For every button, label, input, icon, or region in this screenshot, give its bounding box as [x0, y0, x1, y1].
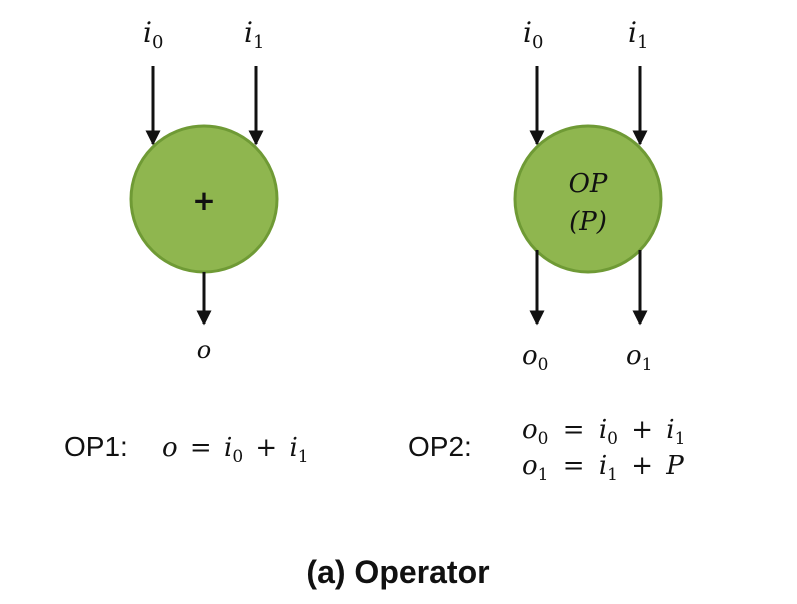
op1-equation: OP1: o = i0 + i1 — [64, 431, 309, 469]
op2-input-0-label: i0 — [523, 16, 543, 53]
op2-output-1-label: o1 — [626, 341, 652, 375]
op2-node-parameter: (P) — [569, 207, 607, 237]
op2-name: OP2: — [408, 431, 472, 462]
op1-diagram: i0 i1 + o — [129, 16, 279, 364]
figure-caption: (a) Operator — [306, 554, 489, 590]
op2-output-0-label: o0 — [522, 341, 548, 375]
op1-input-1-label: i1 — [244, 16, 264, 53]
op1-formula: o = i0 + i1 — [162, 433, 309, 469]
op2-node-symbol: OP — [569, 169, 608, 199]
op2-formula-1: o0 = i0 + i1 — [522, 415, 685, 451]
op2-formula-2: o1 = i1 + P — [522, 451, 684, 487]
op2-diagram: i0 i1 OP (P) o0 o1 — [513, 16, 663, 375]
op1-input-0-label: i0 — [143, 16, 163, 53]
op2-node — [513, 124, 663, 274]
op1-node-symbol: + — [192, 184, 215, 217]
op1-name: OP1: — [64, 431, 128, 462]
op1-output-label: o — [197, 336, 211, 364]
op2-equations: OP2: o0 = i0 + i1 o1 = i1 + P — [408, 415, 685, 487]
op2-input-1-label: i1 — [628, 16, 648, 53]
